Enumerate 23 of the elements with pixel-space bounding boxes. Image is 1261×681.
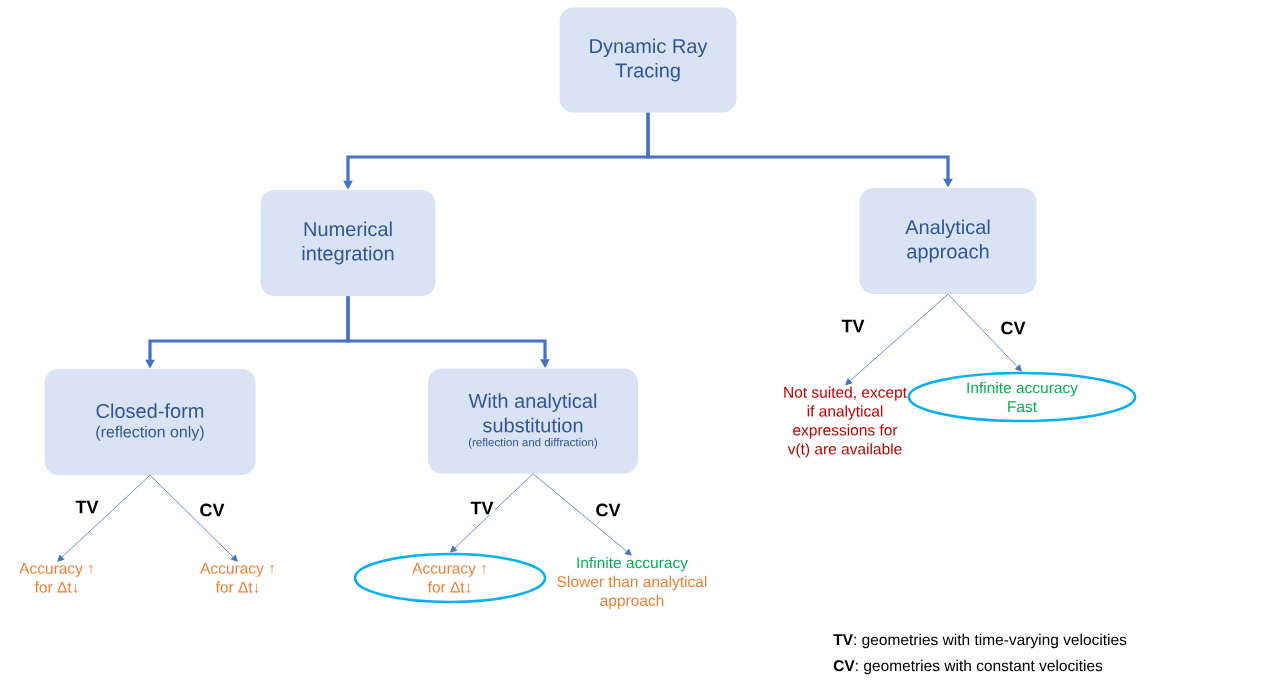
legend-text: TV: geometries with time-varying velocities — [833, 633, 1127, 649]
process-box: With analytical substitution (reflection and diffraction) — [428, 368, 638, 474]
process-box: Analytical approach — [859, 188, 1037, 294]
arrow — [57, 474, 151, 562]
edge-label: CV — [999, 320, 1027, 336]
edge-label: TV — [840, 318, 866, 334]
arrow — [149, 474, 238, 562]
edge-label: CV — [198, 502, 226, 518]
edge-label: TV — [469, 500, 495, 516]
annotation-text: Infinite accuracy Slower than analytical approach — [557, 556, 707, 610]
annotation-text: Accuracy ↑ for Δt↓ — [200, 563, 274, 593]
edge-label: TV — [74, 499, 100, 515]
process-box: Closed-form (reflection only) — [44, 369, 256, 475]
process-box: Numerical integration — [260, 190, 436, 296]
annotation-text: Not suited, except if analytical expressions for v(t) are available — [784, 386, 907, 458]
legend-text: CV: geometries with constant velocities — [833, 659, 1103, 675]
arrow — [845, 293, 949, 386]
arrow — [947, 293, 1022, 372]
arrow — [450, 473, 534, 553]
arrow — [532, 473, 632, 556]
annotation-text: Accuracy ↑ for Δt↓ — [19, 563, 93, 593]
process-box: Dynamic Ray Tracing — [559, 7, 737, 113]
edge-label: CV — [594, 502, 622, 518]
